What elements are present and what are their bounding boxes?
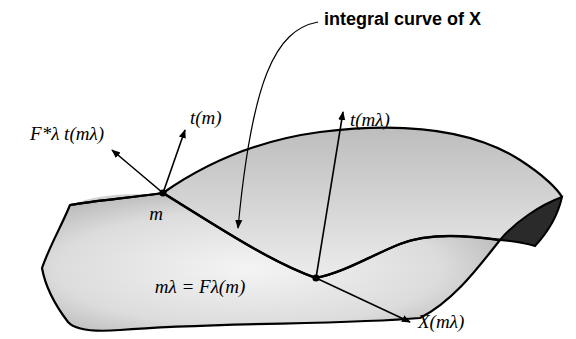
surface-front xyxy=(42,193,500,331)
vector-t-m xyxy=(163,130,185,193)
surface-edge xyxy=(163,128,562,197)
vector-pullback xyxy=(112,150,163,193)
math-label: mλ = Fλ(m) xyxy=(155,277,245,298)
vector-x xyxy=(316,278,410,322)
integral-curve xyxy=(163,193,500,278)
math-label: X(mλ) xyxy=(418,312,464,333)
surface-edge xyxy=(70,193,163,205)
surface-underside xyxy=(500,197,562,246)
point-m xyxy=(159,189,166,196)
math-label: t(mλ) xyxy=(350,110,390,131)
point-mlambda xyxy=(312,274,319,281)
math-label: m xyxy=(149,204,163,225)
math-label: F*λ t(mλ) xyxy=(30,124,104,145)
vector-t-mlambda xyxy=(316,112,343,278)
callout-label: integral curve of X xyxy=(324,10,481,30)
math-label: t(m) xyxy=(190,108,222,129)
leader-line xyxy=(238,22,318,228)
